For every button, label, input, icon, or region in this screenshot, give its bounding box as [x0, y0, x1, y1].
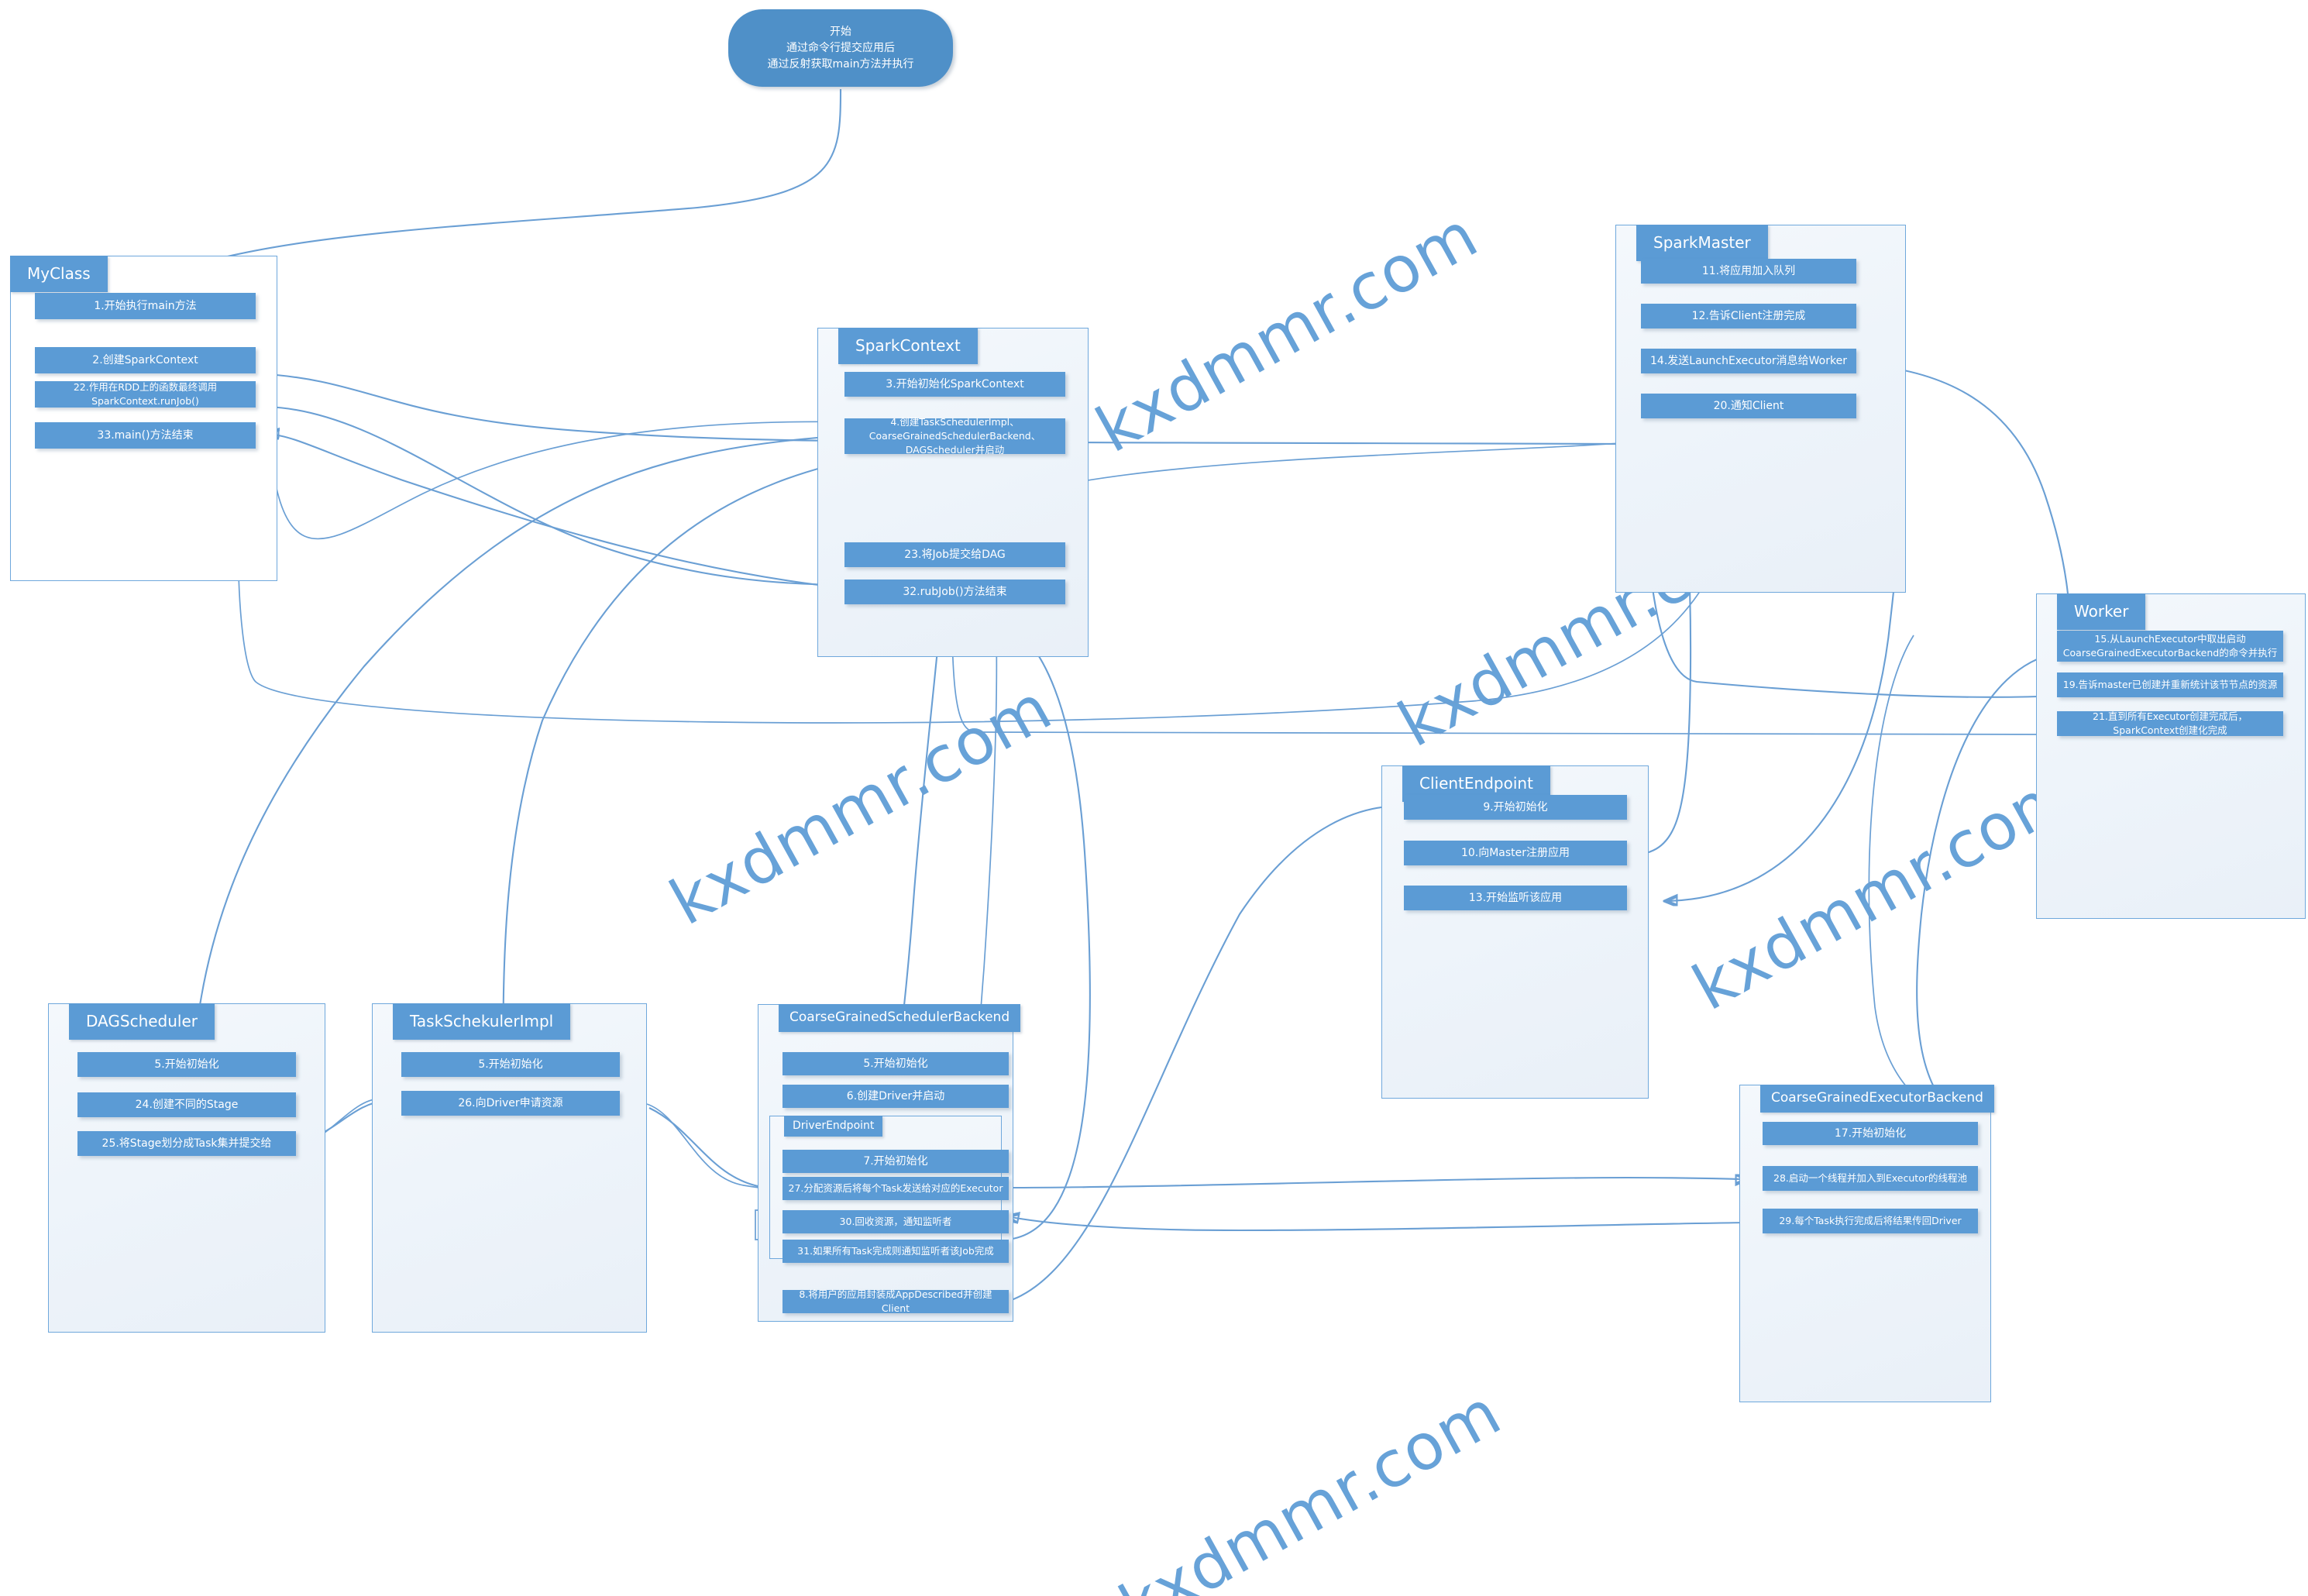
- step-20[interactable]: 20.通知Client: [1641, 394, 1856, 418]
- step-17[interactable]: 17.开始初始化: [1763, 1122, 1978, 1145]
- step-13[interactable]: 13.开始监听该应用: [1404, 886, 1627, 910]
- step-25[interactable]: 25.将Stage划分成Task集并提交给: [77, 1131, 296, 1156]
- container-title-sparkmaster: SparkMaster: [1636, 225, 1768, 261]
- step-7[interactable]: 7.开始初始化: [783, 1150, 1009, 1173]
- step-10[interactable]: 10.向Master注册应用: [1404, 841, 1627, 865]
- container-title-dagscheduler: DAGScheduler: [69, 1003, 215, 1040]
- step-5-task[interactable]: 5.开始初始化: [401, 1052, 620, 1077]
- step-19[interactable]: 19.告诉master已创建并重新统计该节节点的资源: [2057, 672, 2283, 697]
- step-22[interactable]: 22.作用在RDD上的函数最终调用SparkContext.runJob(): [35, 381, 256, 408]
- container-title-taskscheduler: TaskSchekulerImpl: [393, 1003, 571, 1040]
- step-11[interactable]: 11.将应用加入队列: [1641, 259, 1856, 284]
- container-title-sparkcontext: SparkContext: [838, 328, 978, 364]
- step-1[interactable]: 1.开始执行main方法: [35, 293, 256, 319]
- start-line-2: 通过命令行提交应用后: [786, 41, 895, 54]
- container-title-cgeb: CoarseGrainedExecutorBackend: [1760, 1085, 1994, 1113]
- step-4[interactable]: 4.创建TaskSchedulerImpl、CoarseGrainedSched…: [844, 416, 1065, 456]
- start-line-1: 开始: [830, 25, 851, 38]
- step-23[interactable]: 23.将Job提交给DAG: [844, 542, 1065, 567]
- step-26[interactable]: 26.向Driver申请资源: [401, 1091, 620, 1116]
- step-28[interactable]: 28.启动一个线程并加入到Executor的线程池: [1763, 1166, 1978, 1191]
- step-12[interactable]: 12.告诉Client注册完成: [1641, 304, 1856, 328]
- container-title-myclass: MyClass: [10, 256, 108, 292]
- start-node: 开始 通过命令行提交应用后 通过反射获取main方法并执行: [728, 9, 953, 87]
- container-title-worker: Worker: [2057, 593, 2146, 630]
- step-2[interactable]: 2.创建SparkContext: [35, 347, 256, 373]
- watermark: kxdmmr.com: [1108, 1375, 1513, 1596]
- watermark: kxdmmr.com: [1681, 755, 2086, 1026]
- step-15[interactable]: 15.从LaunchExecutor中取出启动CoarseGrainedExec…: [2057, 631, 2283, 662]
- watermark: kxdmmr.com: [1085, 198, 1490, 468]
- step-29[interactable]: 29.每个Task执行完成后将结果传回Driver: [1763, 1209, 1978, 1233]
- step-24[interactable]: 24.创建不同的Stage: [77, 1092, 296, 1117]
- step-5-cgsb[interactable]: 5.开始初始化: [783, 1052, 1009, 1075]
- container-clientendpoint: ClientEndpoint: [1381, 765, 1649, 1099]
- step-31[interactable]: 31.如果所有Task完成则通知监听者该Job完成: [783, 1240, 1009, 1263]
- step-8[interactable]: 8.将用户的应用封装成AppDescribed并创建Client: [783, 1288, 1009, 1314]
- subcontainer-title-driverendpoint: DriverEndpoint: [784, 1116, 883, 1137]
- watermark: kxdmmr.com: [659, 670, 1064, 941]
- container-title-cgsb: CoarseGrainedSchedulerBackend: [779, 1004, 1021, 1032]
- step-3[interactable]: 3.开始初始化SparkContext: [844, 372, 1065, 397]
- step-14[interactable]: 14.发送LaunchExecutor消息给Worker: [1641, 349, 1856, 373]
- step-27[interactable]: 27.分配资源后将每个Task发送给对应的Executor: [783, 1177, 1009, 1200]
- step-32[interactable]: 32.rubJob()方法结束: [844, 580, 1065, 604]
- step-30[interactable]: 30.回收资源，通知监听者: [783, 1210, 1009, 1233]
- step-6[interactable]: 6.创建Driver并启动: [783, 1085, 1009, 1108]
- step-21[interactable]: 21.直到所有Executor创建完成后，SparkContext创建化完成: [2057, 710, 2283, 736]
- step-5-dag[interactable]: 5.开始初始化: [77, 1052, 296, 1077]
- step-33[interactable]: 33.main()方法结束: [35, 422, 256, 449]
- start-line-3: 通过反射获取main方法并执行: [767, 57, 914, 71]
- step-9[interactable]: 9.开始初始化: [1404, 795, 1627, 820]
